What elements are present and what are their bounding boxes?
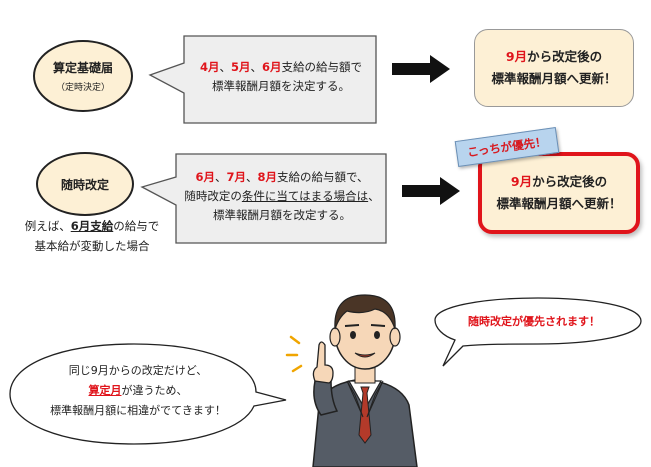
example-text: 例えば、6月支給の給与で 基本給が変動した場合 [22, 216, 162, 256]
left-bubble-line2-rest: が違うため、 [121, 384, 188, 397]
result-line1-rest: から改定後の [532, 174, 608, 189]
arrow-right-icon [402, 177, 460, 205]
example-line2: 基本給が変動した場合 [34, 239, 150, 253]
result-line2: 標準報酬月額へ更新！ [496, 196, 622, 211]
zuiji-kaitei-oval: 随時改定 [36, 152, 134, 216]
santei-month: 算定月 [88, 384, 122, 397]
result-box-row1: 9月から改定後の 標準報酬月額へ更新！ [474, 29, 634, 107]
left-bubble-line1: 同じ9月からの改定だけど、 [68, 364, 208, 377]
right-bubble-text: 随時改定が優先されます！ [468, 315, 600, 328]
result-line1-rest: から改定後の [527, 49, 603, 64]
callout-line1-rest: 支給の給与額で [281, 60, 363, 74]
callout-line3: 標準報酬月額を改定する。 [213, 208, 351, 222]
callout-line2: 標準報酬月額を決定する。 [212, 79, 350, 93]
callout-line2-post: 、 [368, 189, 380, 203]
example-pre: 例えば、 [24, 219, 71, 233]
callout-condition: 条件に当てはまる場合は [241, 189, 369, 203]
separator: 、 [219, 60, 231, 74]
separator: 、 [214, 170, 227, 184]
teiji-kettei-oval: 算定基礎届 （定時決定） [33, 40, 133, 112]
oval-title: 随時改定 [60, 177, 109, 192]
example-post: の給与で [113, 219, 160, 233]
right-speech-bubble [434, 297, 642, 367]
month-5: 5月 [230, 60, 251, 74]
sparkle-icon [285, 335, 303, 373]
callout-text-row2: 6月、7月、8月支給の給与額で、 随時改定の条件に当てはまる場合は、 標準報酬月… [180, 168, 384, 225]
month-6: 6月 [195, 170, 215, 184]
callout-box-row2 [140, 153, 387, 244]
result-month: 9月 [510, 174, 533, 189]
month-4: 4月 [199, 60, 220, 74]
businessman-illustration [285, 294, 418, 467]
month-8: 8月 [257, 170, 277, 184]
result-line2: 標準報酬月額へ更新！ [491, 71, 617, 86]
result-month: 9月 [505, 49, 528, 64]
month-7: 7月 [226, 170, 246, 184]
left-bubble-text: 同じ9月からの改定だけど、 算定月が違うため、 標準報酬月額に相違がでてきます！ [22, 361, 254, 421]
arrow-right-icon [392, 55, 450, 83]
callout-text-row1: 4月、5月、6月支給の給与額で 標準報酬月額を決定する。 [188, 58, 374, 96]
separator: 、 [245, 170, 258, 184]
callout-line2-pre: 随時改定の [184, 189, 242, 203]
example-month: 6月支給 [70, 219, 114, 233]
month-6: 6月 [262, 60, 282, 74]
separator: 、 [250, 60, 263, 74]
callout-box-row1 [148, 35, 377, 124]
oval-title: 算定基礎届 [52, 61, 113, 75]
left-bubble-line3: 標準報酬月額に相違がでてきます！ [50, 404, 226, 417]
callout-line1-rest: 支給の給与額で、 [277, 170, 369, 184]
oval-subtitle: （定時決定） [55, 83, 110, 93]
result-box-row2: 9月から改定後の 標準報酬月額へ更新！ [478, 152, 640, 234]
left-speech-bubble [9, 343, 287, 445]
